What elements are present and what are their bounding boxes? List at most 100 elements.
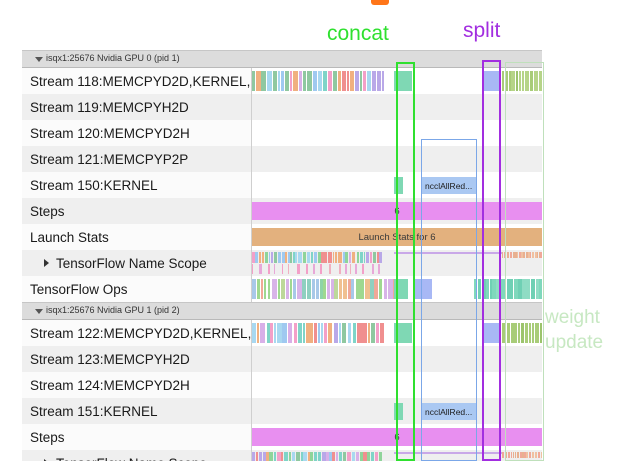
trace-row-track[interactable] [252, 320, 542, 346]
trace-row[interactable]: Stream 119:MEMCPYH2D [22, 94, 542, 120]
trace-slice[interactable] [506, 252, 510, 258]
trace-slice[interactable] [347, 279, 351, 299]
trace-slice[interactable] [297, 264, 300, 274]
trace-slice[interactable] [327, 71, 332, 91]
trace-slice[interactable] [514, 279, 518, 299]
trace-slice[interactable] [355, 279, 361, 299]
trace-slice[interactable] [375, 323, 379, 343]
trace-slice[interactable] [332, 71, 338, 91]
trace-row-label[interactable]: TensorFlow Name Scope [22, 250, 252, 276]
trace-slice[interactable] [314, 452, 318, 461]
trace-slice[interactable] [351, 279, 355, 299]
trace-slice[interactable] [394, 452, 503, 454]
trace-slice[interactable] [515, 71, 519, 91]
trace-slice[interactable] [312, 279, 315, 299]
trace-slice[interactable] [394, 71, 412, 91]
trace-slice[interactable] [259, 252, 261, 263]
trace-slice[interactable] [537, 452, 540, 458]
trace-slice[interactable] [508, 71, 511, 91]
trace-row[interactable]: Stream 122:MEMCPYD2D,KERNEL,MI [22, 320, 542, 346]
trace-slice[interactable] [513, 323, 518, 343]
trace-slice[interactable] [255, 452, 258, 461]
trace-slice[interactable] [303, 252, 307, 263]
trace-slice[interactable] [523, 252, 525, 258]
trace-slice[interactable] [356, 252, 360, 263]
trace-slice[interactable] [341, 323, 346, 343]
trace-slice[interactable] [265, 252, 268, 263]
trace-slice[interactable] [333, 323, 338, 343]
trace-slice[interactable] [252, 452, 256, 461]
trace-slice[interactable] [329, 452, 332, 461]
trace-slice[interactable] [337, 252, 342, 263]
trace-slice[interactable] [379, 279, 383, 299]
trace-slice[interactable] [273, 264, 275, 274]
trace-slice[interactable] [501, 452, 505, 458]
trace-slice[interactable] [496, 279, 500, 299]
trace-slice[interactable] [318, 452, 322, 461]
trace-slice[interactable] [320, 279, 323, 299]
trace-slice[interactable] [349, 264, 352, 274]
trace-row-track[interactable]: Launch Stats for 6 [252, 224, 542, 250]
trace-slice[interactable] [360, 279, 364, 299]
trace-slice[interactable] [261, 71, 266, 91]
trace-slice[interactable] [303, 452, 307, 461]
trace-slice[interactable] [328, 252, 332, 263]
trace-slice[interactable] [518, 279, 522, 299]
trace-slice[interactable] [367, 452, 371, 461]
trace-slice[interactable] [534, 71, 538, 91]
trace-slice[interactable] [364, 323, 368, 343]
trace-slice[interactable] [351, 452, 356, 461]
trace-slice[interactable] [318, 252, 321, 263]
trace-slice[interactable] [266, 71, 272, 91]
trace-slice[interactable] [383, 279, 388, 299]
trace-slice[interactable] [522, 279, 527, 299]
trace-row-track[interactable] [252, 146, 542, 172]
steps-band[interactable]: 6 [252, 428, 542, 446]
trace-slice[interactable] [345, 252, 349, 263]
trace-slice[interactable] [489, 279, 492, 299]
trace-slice[interactable] [322, 71, 328, 91]
trace-slice[interactable] [501, 252, 504, 258]
trace-slice[interactable] [296, 279, 302, 299]
trace-slice[interactable] [371, 323, 376, 343]
trace-slice[interactable] [360, 252, 364, 263]
trace-slice[interactable] [394, 252, 503, 254]
trace-slice[interactable] [259, 264, 262, 274]
trace-slice[interactable] [394, 177, 403, 194]
trace-slice[interactable] [394, 403, 403, 420]
trace-slice[interactable] [528, 252, 530, 258]
trace-slice[interactable] [371, 264, 374, 274]
trace-slice[interactable] [377, 264, 380, 274]
trace-slice[interactable] [536, 252, 539, 258]
trace-slice[interactable] [262, 452, 266, 461]
trace-slice[interactable] [528, 323, 532, 343]
trace-slice[interactable] [339, 264, 342, 274]
trace-slice[interactable] [298, 323, 303, 343]
trace-row[interactable]: TensorFlow Name Scope [22, 250, 542, 276]
chevron-down-icon[interactable] [35, 309, 43, 314]
trace-slice[interactable] [326, 279, 331, 299]
trace-slice[interactable] [482, 71, 500, 91]
trace-row-track[interactable] [252, 372, 542, 398]
trace-slice[interactable] [256, 323, 259, 343]
trace-slice[interactable] [342, 452, 347, 461]
trace-row[interactable]: Stream 120:MEMCPYD2H [22, 120, 542, 146]
trace-slice[interactable] [502, 323, 506, 343]
trace-slice[interactable] [511, 71, 516, 91]
trace-slice[interactable] [506, 279, 510, 299]
trace-slice[interactable] [522, 452, 524, 458]
trace-slice[interactable] [280, 71, 284, 91]
trace-slice[interactable] [287, 252, 290, 263]
trace-slice[interactable] [290, 252, 293, 263]
trace-slice[interactable] [277, 279, 280, 299]
trace-slice[interactable] [313, 71, 318, 91]
trace-slice[interactable] [281, 279, 285, 299]
trace-slice[interactable] [361, 264, 364, 274]
trace-slice[interactable] [320, 323, 324, 343]
trace-slice[interactable] [534, 252, 537, 258]
trace-slice[interactable] [303, 71, 306, 91]
trace-slice[interactable] [323, 323, 328, 343]
trace-slice[interactable] [313, 252, 318, 263]
trace-slice[interactable] [525, 71, 529, 91]
trace-slice[interactable] [338, 323, 341, 343]
